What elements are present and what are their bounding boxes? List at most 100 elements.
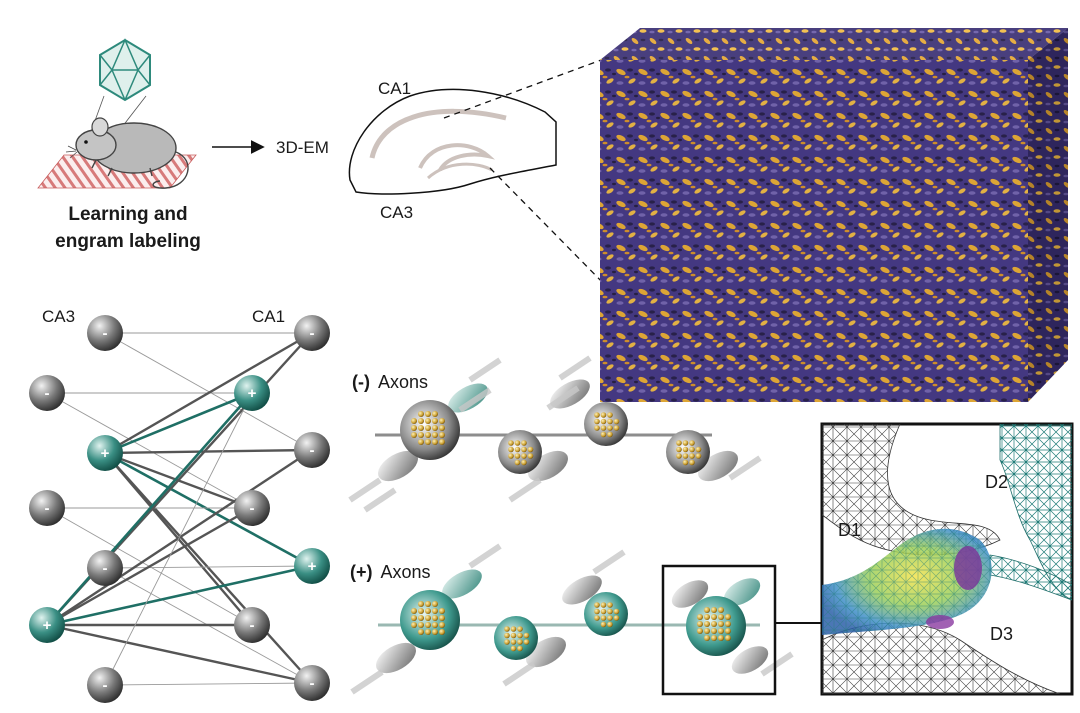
vesicle [600,602,607,608]
ca3-neuron-4: - [29,490,65,526]
mesh-label-d1: D1 [838,520,861,540]
ca3-neuron-body [29,607,65,643]
vesicle [689,453,695,459]
vesicle [718,628,724,634]
vesicle [594,425,600,431]
ca1-neuron-3: - [294,432,330,468]
vesicle [704,621,710,627]
network-edge [104,331,313,455]
network-edge [104,451,313,568]
pos-axons-label: (+) Axons [350,562,431,582]
ca1-neuron-1: - [294,315,330,351]
vesicle [523,639,530,645]
network-edge [46,564,313,627]
neg-axons-text: Axons [378,372,428,392]
vesicle [439,629,445,635]
vesicle [521,459,527,466]
vesicle [689,459,695,466]
ca3-neuron-body [29,490,65,526]
vesicle [718,635,724,641]
vesicle [439,425,445,431]
network-edge [46,392,253,626]
mesh-label-d3: D3 [990,624,1013,644]
vesicle [600,431,607,438]
network-edge [104,565,313,569]
vesicle [725,621,731,627]
vesicle [607,412,613,418]
virus-icon [87,38,151,141]
vesicle [439,622,445,628]
ca3-neuron-sign: - [103,677,108,694]
vesicle [607,431,613,438]
ca3-neuron-body [87,315,123,351]
region-label-ca3: CA3 [380,203,413,222]
vesicle [411,615,417,621]
vesicle [508,446,514,453]
vesicle [425,432,431,438]
ca1-neuron-body [234,490,270,526]
vesicle [432,425,438,431]
ca3-neuron-sign: - [103,325,108,342]
vesicle [432,615,438,621]
vesicle [411,418,417,424]
vesicle [697,614,703,620]
pos-axons-text: Axons [381,562,431,582]
vesicle [607,418,613,425]
hippocampus-icon [348,88,557,195]
learning-caption-line1: Learning and [68,204,187,225]
ca3-neuron-body [87,435,123,471]
network-edge [104,452,313,684]
vesicle [418,629,424,635]
vesicle [521,446,527,453]
network-edges [46,331,313,686]
ca1-neuron-body [234,607,270,643]
vesicle [504,639,510,645]
vesicle [676,440,682,446]
vesicle [432,608,438,614]
vesicle [711,635,717,641]
vesicle [607,615,613,621]
vesicle [607,608,613,615]
vesicle [711,614,717,620]
vesicle [704,635,710,641]
ca3-neuron-sign: - [103,560,108,577]
vesicle [725,614,731,620]
ca1-neuron-sign: - [310,442,315,459]
ca3-neuron-7: - [87,667,123,703]
vesicle [613,615,620,621]
vesicle [521,453,527,459]
vesicle [432,432,438,438]
vesicle [613,425,620,431]
vesicle [704,607,710,613]
network-label-ca1: CA1 [252,307,285,326]
vesicle [418,615,424,621]
vesicle [682,446,689,453]
ca3-neuron-sign: - [45,385,50,402]
vesicle [711,621,717,627]
vesicle [607,602,613,608]
vesicle [432,622,438,628]
vesicle [594,615,600,621]
vesicle [718,614,724,620]
network-label-ca3: CA3 [42,307,75,326]
ca1-neuron-7: - [294,665,330,701]
vesicle [439,615,445,621]
vesicle [510,645,517,652]
network-edge [104,392,253,686]
vesicle [508,440,514,446]
vesicle [682,440,689,446]
vesicle [600,608,607,615]
ca1-neuron-sign: - [250,500,255,517]
vesicle [594,412,600,418]
vesicle [432,411,438,417]
ca3-neuron-body [87,667,123,703]
vesicle [517,632,523,639]
network-edge [46,392,253,509]
vesicle [425,629,431,635]
vesicle [425,425,431,431]
vesicle [514,459,521,466]
vesicle [607,621,613,628]
vesicle [695,446,702,453]
vesicle [510,626,517,632]
zoom-box [661,564,777,696]
